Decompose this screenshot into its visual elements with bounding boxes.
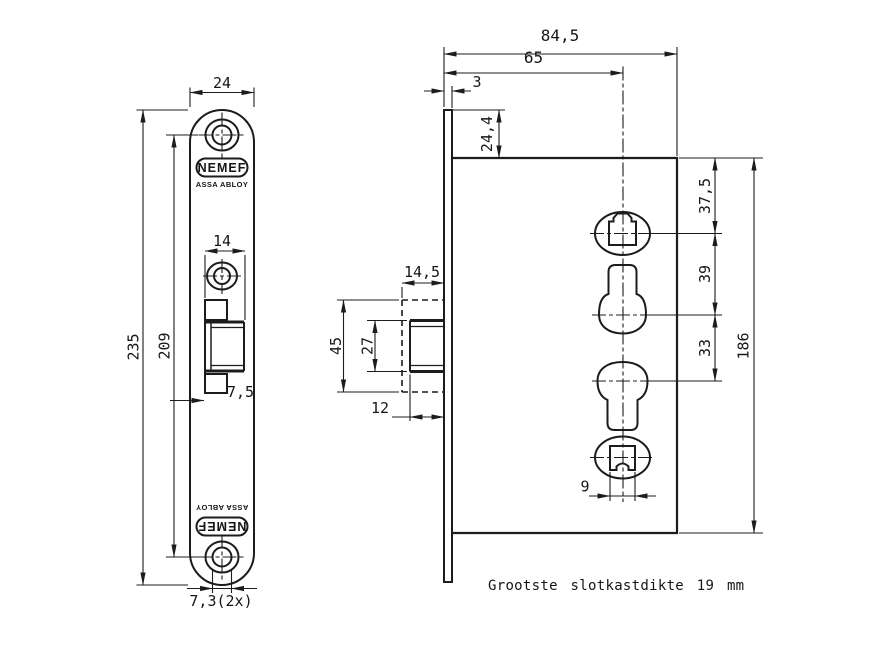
dim-latch-offset-label: 7,5 — [227, 383, 254, 401]
dim-latch-depth-label: 14,5 — [404, 263, 440, 281]
dim-backset: 65 — [443, 48, 624, 76]
front-latch-cutout — [204, 299, 245, 394]
latch-head-side — [409, 319, 444, 373]
dim-plate-width-label: 24 — [213, 74, 231, 92]
brand-logo-text: NEMEF — [198, 161, 247, 175]
front-bottom-screw-hole — [198, 534, 246, 580]
dim-total-depth-label: 84,5 — [541, 26, 580, 45]
dim-screw-hole-dia-label: 7,3(2x) — [189, 592, 252, 610]
cylinder-hole-upper — [597, 264, 648, 335]
dim-latch-depth: 14,5 — [401, 263, 445, 298]
latch-hidden-outline — [401, 299, 444, 393]
dim-case-height-label: 186 — [735, 332, 753, 359]
dim-latch-head-height-label: 27 — [359, 337, 377, 355]
dim-screw-distance-label: 209 — [156, 332, 174, 359]
brand-logo-top: NEMEF ASSA ABLOY — [195, 157, 249, 189]
sub-brand-text: ASSA ABLOY — [196, 180, 249, 189]
dim-latch-bottom-depth-label: 12 — [371, 399, 389, 417]
dim-plate-width: 24 — [189, 74, 255, 107]
drawing-note: Grootste slotkastdikte 19 mm — [488, 578, 744, 594]
dim-case-top-offset: 24,4 — [453, 109, 505, 159]
faceplate-outline — [189, 109, 255, 586]
brand-logo-bottom: NEMEF ASSA ABLOY — [195, 503, 249, 537]
dim-follower-to-cylinder-label: 39 — [696, 265, 714, 283]
dim-faceplate-thickness-label: 3 — [472, 73, 481, 91]
dim-total-height: 235 — [125, 109, 188, 586]
dim-follower-square-label: 9 — [580, 478, 589, 496]
dim-screw-slot-width: 14 — [204, 232, 246, 320]
dim-total-height-label: 235 — [125, 333, 143, 360]
dim-follower-offset-label: 37,5 — [696, 178, 714, 214]
front-middle-screw-hole — [203, 259, 241, 294]
dim-cylinder-spacing-label: 33 — [696, 339, 714, 357]
dim-total-depth: 84,5 — [443, 26, 678, 156]
brand-logo-text-bottom: NEMEF — [198, 519, 247, 533]
cutout-top-box — [204, 299, 228, 321]
faceplate-side-strip — [443, 109, 453, 583]
dim-screw-hole-dia: 7,3(2x) — [187, 569, 257, 610]
side-view-lock-case: 84,5 65 3 24,4 14,5 — [327, 26, 763, 583]
center-lines — [590, 66, 655, 502]
dim-faceplate-thickness: 3 — [424, 73, 482, 108]
dim-screw-distance: 209 — [156, 134, 200, 558]
dim-follower-square: 9 — [580, 472, 656, 501]
front-top-screw-hole — [198, 112, 246, 158]
dim-latch-height: 45 — [327, 299, 399, 393]
dim-latch-head-height: 27 — [359, 319, 407, 373]
dim-screw-slot-width-label: 14 — [213, 232, 231, 250]
dim-latch-bottom-depth: 12 — [371, 374, 445, 421]
brand-logo-border — [195, 157, 249, 178]
dim-backset-label: 65 — [524, 48, 543, 67]
dim-latch-height-label: 45 — [327, 337, 345, 355]
dim-right-stack: 37,5 39 33 186 — [652, 157, 763, 534]
dim-case-top-offset-label: 24,4 — [478, 116, 496, 152]
cutout-bottom-box — [204, 373, 228, 394]
front-view-faceplate: NEMEF ASSA ABLOY 24 14 — [125, 74, 257, 610]
case-outline — [452, 156, 679, 535]
sub-brand-text-bottom: ASSA ABLOY — [196, 503, 249, 512]
